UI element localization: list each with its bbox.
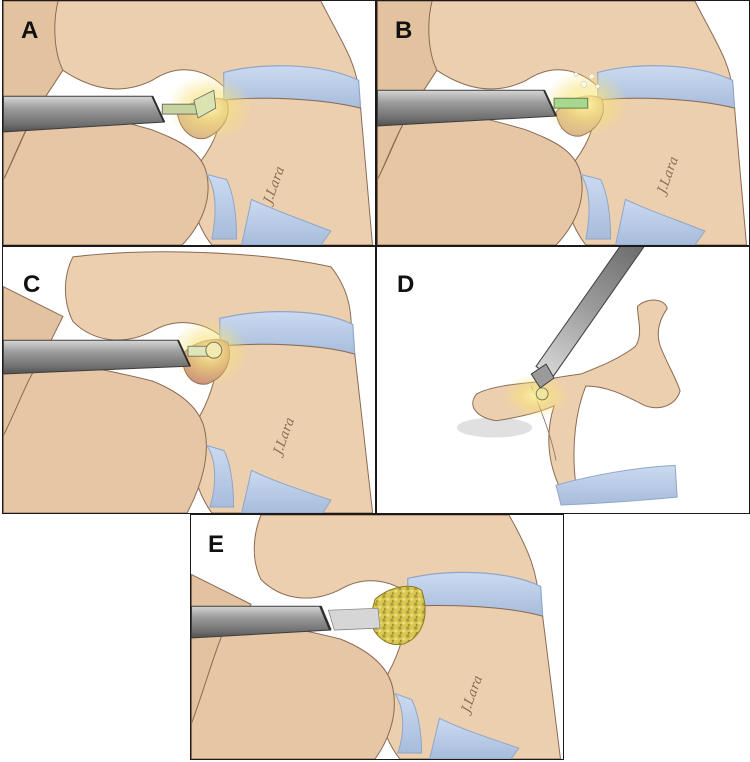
panel-label: A: [21, 17, 39, 44]
panel-e: J.Lara E: [190, 514, 564, 760]
spine-illustration-a: J.Lara: [3, 1, 375, 245]
panel-label: E: [208, 531, 225, 558]
panel-d: D: [376, 246, 750, 514]
panel-label: B: [395, 17, 413, 44]
panel-label: D: [397, 271, 415, 298]
spine-illustration-b: J.Lara: [377, 1, 749, 245]
panel-label: C: [23, 271, 41, 298]
spine-illustration-e: J.Lara: [191, 515, 563, 759]
panel-b: J.Lara B: [376, 0, 750, 246]
panel-a: J.Lara A: [2, 0, 376, 246]
panel-c: J.Lara C: [2, 246, 376, 514]
spine-illustration-c: J.Lara: [3, 247, 375, 513]
vertebra-cross-section-illustration-d: [377, 247, 749, 513]
